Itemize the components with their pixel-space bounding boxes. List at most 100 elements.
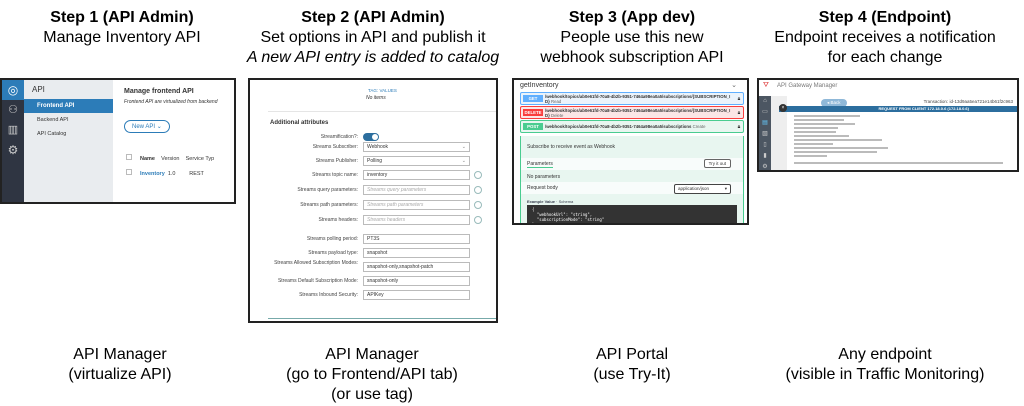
- op-text: /webhook/topics/ab0e61fd-70a8-4b2b-9351-…: [545, 124, 735, 129]
- operation-group-title: getInventory: [520, 82, 559, 89]
- field-value: Streams headers: [367, 217, 406, 223]
- field-label: Streamification?:: [320, 134, 358, 140]
- op-text: /webhook/topics/ab0e61fd-70a8-4b2b-9351-…: [545, 94, 735, 104]
- input-6[interactable]: Streams headers: [363, 215, 470, 225]
- input-10[interactable]: snapshot-only: [363, 276, 470, 286]
- chart-icon[interactable]: ▥: [7, 124, 19, 136]
- op-desc: Delete: [550, 112, 564, 118]
- users-icon[interactable]: ⚇: [8, 104, 18, 116]
- step-desc: Endpoint receives a notification: [774, 29, 996, 46]
- step3-caption: Step 3 (App dev) People use this new web…: [502, 8, 762, 68]
- field-value: PT3S: [367, 236, 380, 242]
- step2-tool: API Manager (go to Frontend/API tab) (or…: [242, 345, 502, 405]
- help-icon[interactable]: [474, 201, 482, 209]
- close-icon[interactable]: ×: [779, 104, 787, 112]
- step4-tool: Any endpoint (visible in Traffic Monitor…: [755, 345, 1015, 385]
- example-value-tab[interactable]: Example Value: [527, 199, 556, 204]
- parameters-tab[interactable]: Parameters: [527, 161, 553, 168]
- tag-values: TAG: VALUES: [368, 88, 397, 93]
- cell: 1.0: [167, 171, 176, 177]
- streamification-toggle[interactable]: [363, 133, 379, 141]
- input-5[interactable]: Streams path parameters: [363, 200, 470, 210]
- op-path: /webhook/topics/ab0e61fd-70a8-4b2b-9351-…: [545, 93, 731, 104]
- select-2[interactable]: Polling⌄: [363, 156, 470, 166]
- request-banner: REQUEST FROM CLIENT 172.18.0.6 (172.18.0…: [779, 106, 1017, 112]
- api-attributes-screenshot: TAG: VALUES No items Additional attribut…: [248, 78, 498, 323]
- content-type-select[interactable]: application/json▾: [674, 184, 731, 194]
- icon-rail: ◎ ⚇ ▥ ⚙: [2, 80, 24, 202]
- operation-get[interactable]: GET/webhook/topics/ab0e61fd-70a8-4b2b-93…: [520, 92, 744, 105]
- field-value: Streams query parameters: [367, 187, 427, 193]
- step2-caption: Step 2 (API Admin) Set options in API an…: [223, 8, 523, 68]
- tool-name: API Manager: [325, 346, 419, 363]
- new-api-button[interactable]: New API ⌄: [124, 120, 170, 133]
- step3-tool: API Portal (use Try-It): [502, 345, 762, 385]
- field-label: Streams polling period:: [306, 236, 358, 242]
- col-version: Version: [161, 156, 180, 162]
- operation-delete[interactable]: DELETE/webhook/topics/ab0e61fd-70a8-4b2b…: [520, 106, 744, 119]
- tool-note: (virtualize API): [68, 366, 172, 383]
- api-manager-screenshot: ◎ ⚇ ▥ ⚙ API Frontend API Backend API API…: [0, 78, 236, 204]
- gateway-logo-icon: ⛛: [763, 82, 769, 89]
- field-label: Streams headers:: [318, 217, 358, 223]
- field-value: Polling: [367, 158, 383, 164]
- select-all-checkbox[interactable]: [126, 154, 132, 160]
- step-title: Step 4 (Endpoint): [818, 9, 952, 26]
- schema-tab[interactable]: Schema: [558, 199, 574, 204]
- chevron-down-icon[interactable]: ⌄: [731, 82, 737, 89]
- select-1[interactable]: Webhook⌄: [363, 142, 470, 152]
- no-parameters: No parameters: [527, 174, 561, 180]
- step-desc: webhook subscription API: [540, 49, 724, 66]
- tool-note: (or use tag): [331, 386, 413, 403]
- lock-icon[interactable]: 🔒︎: [737, 109, 741, 116]
- try-it-out-button[interactable]: Try it out: [703, 159, 731, 168]
- row-checkbox[interactable]: [126, 169, 132, 175]
- step-desc: Manage Inventory API: [43, 29, 201, 46]
- gear-icon[interactable]: ⚙: [7, 143, 19, 157]
- chevron-down-icon: ⌄: [461, 144, 466, 150]
- field-label: Streams Inbound Security:: [299, 292, 358, 298]
- nav-backend-api[interactable]: Backend API: [37, 117, 69, 123]
- cell: REST: [189, 171, 204, 177]
- input-7[interactable]: PT3S: [363, 234, 470, 244]
- help-icon[interactable]: [474, 186, 482, 194]
- input-8[interactable]: snapshot: [363, 248, 470, 258]
- field-label: Streams Allowed Subscription Modes:: [274, 260, 358, 266]
- field-label: Streams query parameters:: [297, 187, 358, 193]
- input-9[interactable]: snapshot-only,snapshot-patch: [363, 262, 470, 272]
- field-value: snapshot: [367, 250, 388, 256]
- tool-note: (use Try-It): [593, 366, 671, 383]
- step-title: Step 1 (API Admin): [50, 9, 194, 26]
- api-link[interactable]: Inventory: [140, 171, 165, 177]
- field-label: Streams topic name:: [312, 172, 358, 178]
- tag-label: TAG:: [368, 88, 379, 93]
- input-3[interactable]: inventory: [363, 170, 470, 180]
- op-path: /webhook/topics/ab0e61fd-70a8-4b2b-9351-…: [545, 124, 692, 129]
- help-icon[interactable]: [474, 171, 482, 179]
- back-button[interactable]: ◂ Back: [821, 99, 847, 107]
- page-title: Manage frontend API: [124, 88, 194, 95]
- settings-circle-icon[interactable]: ◎: [2, 80, 24, 100]
- nav-frontend-api[interactable]: Frontend API: [24, 99, 113, 113]
- tool-name: API Portal: [595, 346, 669, 363]
- operation-post[interactable]: POST/webhook/topics/ab0e61fd-70a8-4b2b-9…: [520, 120, 744, 133]
- field-label: Streams Subscriber:: [312, 144, 358, 150]
- lock-icon[interactable]: 🔒︎: [737, 95, 741, 102]
- method-badge: GET: [523, 95, 543, 102]
- field-value: snapshot-only,snapshot-patch: [367, 264, 434, 270]
- chevron-down-icon: ▾: [724, 186, 727, 191]
- step1-tool: API Manager (virtualize API): [0, 345, 250, 385]
- back-label: Back: [830, 100, 841, 105]
- lock-icon[interactable]: 🔒︎: [737, 123, 741, 130]
- tool-name: Any endpoint: [838, 346, 932, 363]
- page-subtitle: Frontend API are virtualized from backen…: [124, 99, 218, 105]
- input-4[interactable]: Streams query parameters: [363, 185, 470, 195]
- help-icon[interactable]: [474, 216, 482, 224]
- button-label: New API: [132, 124, 156, 130]
- field-label: Streams Default Subscription Mode:: [277, 278, 358, 284]
- input-11[interactable]: APIKey: [363, 290, 470, 300]
- nav-api-catalog[interactable]: API Catalog: [37, 131, 67, 137]
- values-label: VALUES: [379, 88, 397, 93]
- transaction-id: Transaction: id-13d9aa5ea721e14b61f2c963: [923, 99, 1013, 104]
- table-header: Name Version Service Typ: [126, 154, 214, 162]
